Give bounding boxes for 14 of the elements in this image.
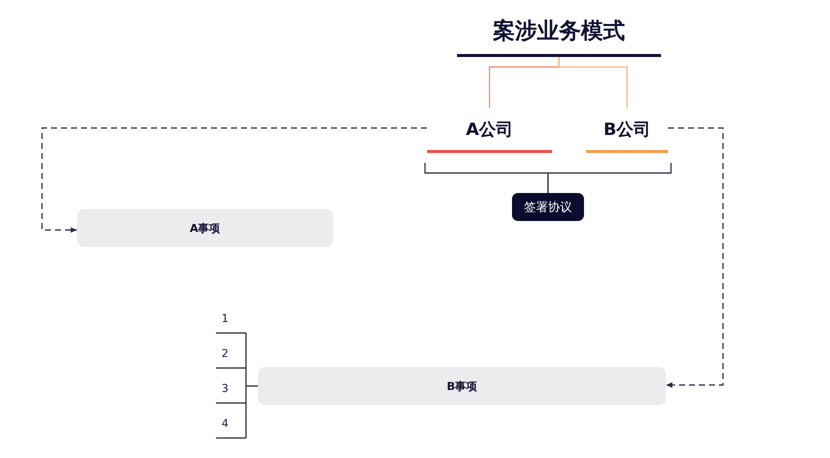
company-label: B公司 [586,108,668,153]
company-label: A公司 [427,108,552,153]
agreement-tag: 签署协议 [512,193,584,221]
item-box: B事项 [258,367,666,405]
arrow [41,127,427,233]
connector-line [547,163,672,193]
list-number: 4 [220,417,230,430]
item-box: A事项 [77,209,333,247]
list-number: 2 [220,347,230,360]
list-number: 1 [220,312,230,325]
title-heading: 案涉业务模式 [457,8,661,57]
list-number: 3 [220,382,230,395]
arrow [666,127,724,388]
connector-line [558,57,628,108]
